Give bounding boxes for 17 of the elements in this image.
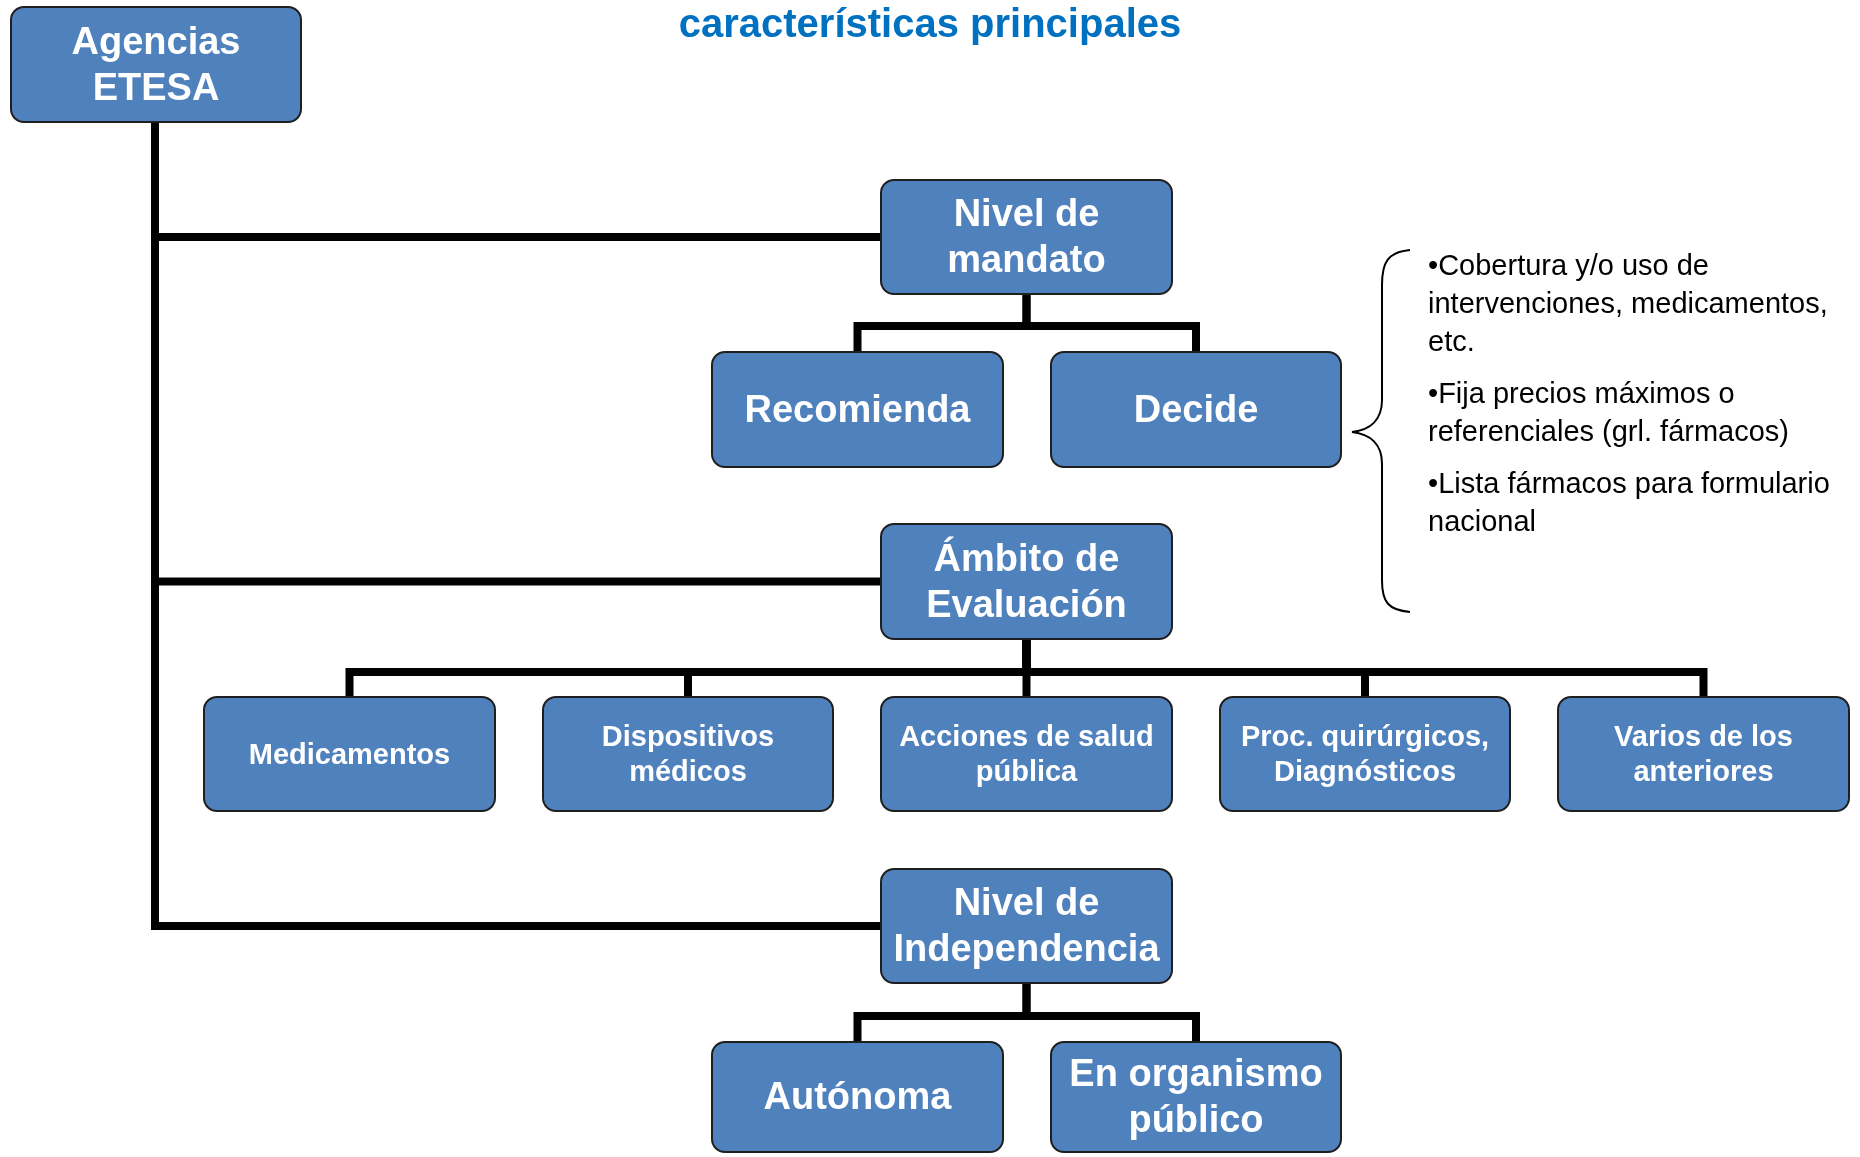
category-box: Medicamentos [203,696,496,812]
category-box: Nivel de Independencia [880,868,1173,984]
title: características principales [677,0,1183,46]
category-box: En organismo público [1050,1041,1342,1153]
category-box: Dispositivos médicos [542,696,834,812]
category-box: Ámbito de Evaluación [880,523,1173,640]
category-box: Acciones de salud pública [880,696,1173,812]
category-box: Nivel de mandato [880,179,1173,295]
bullet-note: •Fija precios máximos o referenciales (grl. fármacos) [1428,376,1790,449]
category-box: Recomienda [711,351,1004,468]
category-box: Decide [1050,351,1342,468]
category-box: Autónoma [711,1041,1004,1153]
category-box: Agencias ETESA [10,6,302,123]
category-box: Varios de los anteriores [1557,696,1850,812]
bullet-note: •Cobertura y/o uso de intervenciones, medicamentos, etc. [1428,248,1829,359]
bullet-note: •Lista fármacos para formulario nacional [1428,466,1831,539]
category-box: Proc. quirúrgicos, Diagnósticos [1219,696,1511,812]
